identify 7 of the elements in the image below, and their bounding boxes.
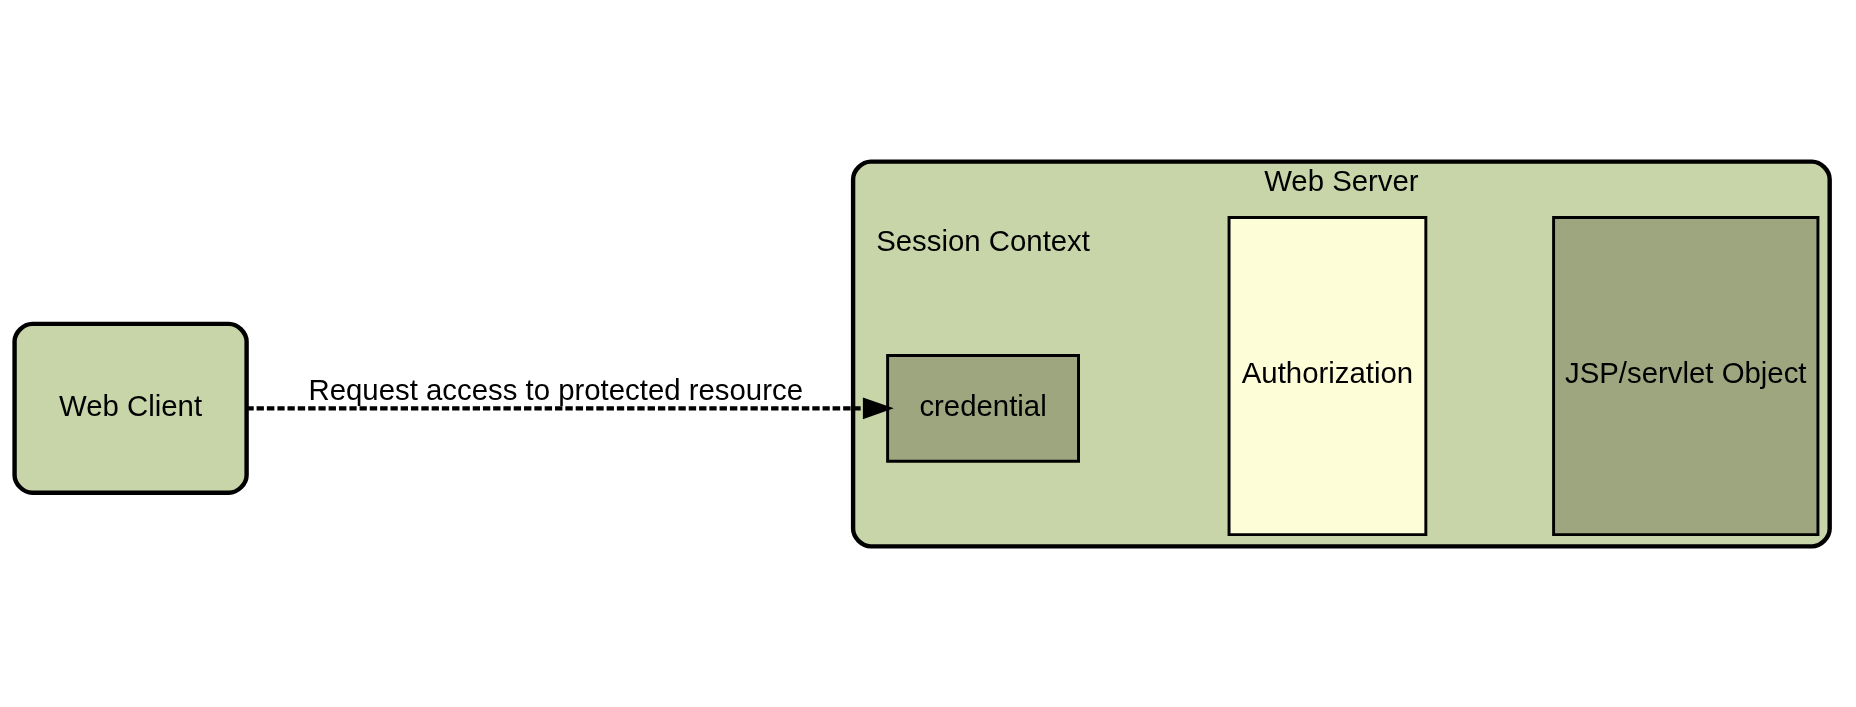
edge-label: Request access to protected resource [308,372,803,406]
node-box: credential [886,353,1080,463]
node-box: Authorization [1227,215,1428,536]
label: Session Context [876,223,1090,257]
arrow [246,397,894,419]
node-box: Web Client [12,321,249,495]
node-box: JSP/servlet Object [1552,215,1820,536]
